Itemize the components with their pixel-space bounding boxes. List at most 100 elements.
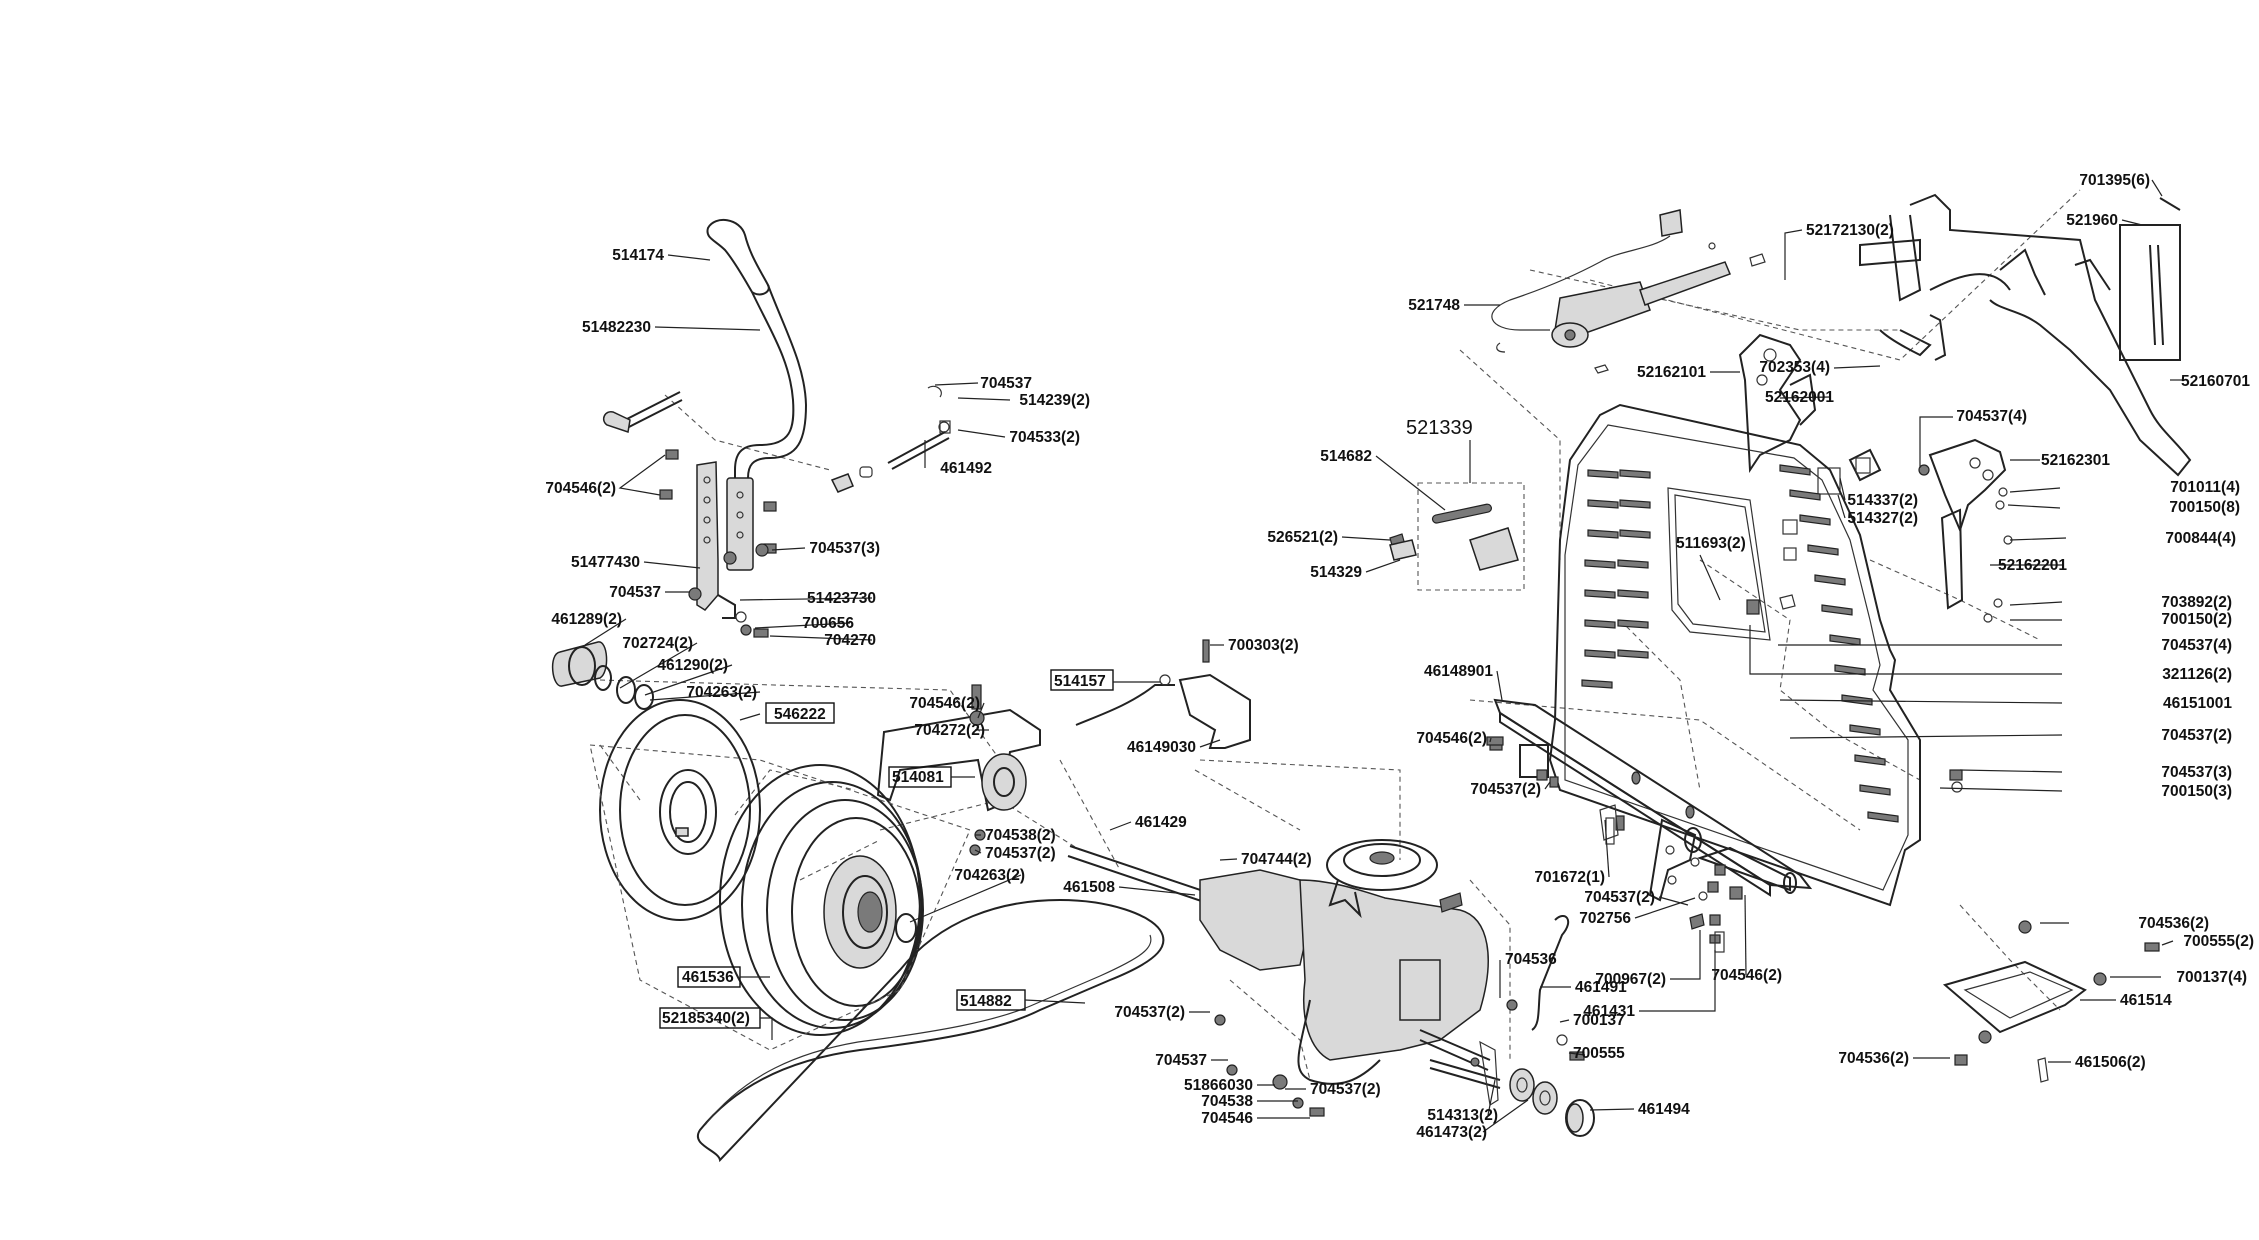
front-axle-beam — [1489, 698, 1813, 944]
leader-line — [977, 702, 985, 719]
leader-line — [2151, 179, 2163, 197]
part-number-label: 701672(1) — [1534, 869, 1605, 886]
part-number-label: 704536(2) — [2138, 915, 2209, 932]
leader-line — [649, 691, 761, 701]
part-number-label: 704537 — [980, 375, 1032, 392]
plate-slot — [1584, 559, 1616, 569]
pivot-plates — [1738, 333, 2013, 623]
cable-bracket — [1075, 639, 1251, 749]
part-number-label: 704270 — [824, 632, 876, 649]
part-number-label: 461536 — [682, 969, 734, 986]
plate-slot — [1829, 634, 1861, 646]
part-number-label: 52162301 — [2041, 452, 2110, 469]
plate-slot — [1859, 784, 1891, 796]
part-number-label: 704744(2) — [1241, 851, 1312, 868]
part-number-label: 514157 — [1054, 673, 1106, 690]
leader-line — [1496, 670, 1503, 701]
part-number-label: 52185340(2) — [662, 1010, 750, 1027]
leader-line — [1779, 699, 2063, 704]
part-number-label: 704537(3) — [2161, 764, 2232, 781]
leader-line — [618, 454, 666, 496]
leader-line — [1837, 494, 1846, 519]
leader-line — [2009, 601, 2063, 606]
leader-line — [909, 874, 1022, 923]
part-labels: 701395(6)52196052172130(2)52174852162101… — [545, 172, 2254, 1141]
part-number-label: 51482230 — [582, 319, 651, 336]
leader-line — [1487, 1079, 1496, 1116]
part-number-label: 704537(2) — [1114, 1004, 1185, 1021]
leader-line — [1118, 886, 1196, 896]
part-number-label: 704538(2) — [985, 827, 1056, 844]
leader-line — [1670, 930, 1701, 980]
part-number-label: 52162001 — [1765, 389, 1834, 406]
leader-line — [654, 326, 761, 331]
transaxle — [1067, 839, 1501, 1117]
leader-line — [2121, 219, 2143, 226]
part-number-label: 461508 — [1063, 879, 1115, 896]
leader-line — [1341, 536, 1391, 541]
part-number-label: 514239(2) — [1019, 392, 1090, 409]
leader-line — [1109, 821, 1132, 831]
leader-line — [739, 713, 761, 721]
part-number-label: 52160701 — [2181, 373, 2250, 390]
leader-line — [769, 635, 873, 641]
plate-slot — [1587, 499, 1619, 509]
leader-line — [1699, 554, 1721, 601]
part-number-label: 704533(2) — [1009, 429, 1080, 446]
plate-slot — [1821, 604, 1853, 616]
part-number-label: 704537 — [1155, 1052, 1207, 1069]
leader-line — [1589, 1108, 1635, 1111]
leader-line — [1658, 896, 1689, 906]
plate-slot — [1619, 529, 1651, 539]
part-number-label: 704546(2) — [1711, 967, 1782, 984]
part-number-label: 704263(2) — [954, 867, 1025, 884]
leader-line — [957, 397, 1011, 401]
plate-slot — [1581, 679, 1613, 689]
plate-slot — [1854, 754, 1886, 766]
part-number-label: 546222 — [774, 706, 826, 723]
leader-line — [1744, 894, 1747, 976]
part-number-label: 46148901 — [1424, 663, 1493, 680]
part-number-label: 52172130(2) — [1806, 222, 1894, 239]
frame-plate-slots — [1581, 464, 1899, 823]
group-521339 — [1389, 440, 1525, 591]
leader-line — [1365, 559, 1401, 573]
plate-slot — [1617, 619, 1649, 629]
part-number-label: 704537(4) — [2161, 637, 2232, 654]
part-number-label: 700555 — [1573, 1045, 1625, 1062]
part-number-label: 700137 — [1573, 1012, 1625, 1029]
part-number-label: 701011(4) — [2170, 479, 2240, 496]
part-number-label: 521748 — [1408, 297, 1460, 314]
frame-plate — [1548, 403, 1921, 907]
part-number-label: 704546 — [1201, 1110, 1253, 1127]
leader-line — [1833, 365, 1881, 369]
wheel-assembly — [589, 699, 971, 1051]
leader-line — [1749, 625, 2062, 675]
leader-line — [643, 561, 701, 569]
leader-line — [754, 622, 851, 629]
part-number-label: 704537(2) — [1584, 889, 1655, 906]
leader-line — [1789, 734, 2063, 739]
pivot-bracket — [876, 684, 1041, 856]
part-number-label: 51423730 — [807, 590, 876, 607]
leader-line — [739, 597, 873, 601]
part-number-label: 521960 — [2066, 212, 2118, 229]
part-number-label: 700303(2) — [1228, 637, 1299, 654]
leader-line — [644, 664, 733, 696]
leader-line — [1634, 897, 1696, 919]
part-number-label: 704536(2) — [1838, 1050, 1909, 1067]
plate-slot — [1617, 589, 1649, 599]
leader-line — [974, 849, 982, 854]
leader-line — [1784, 229, 1803, 280]
part-number-label: 514174 — [612, 247, 664, 264]
leader-line — [1939, 787, 2063, 792]
part-number-label: 514313(2) — [1427, 1107, 1498, 1124]
part-number-label: 51477430 — [571, 554, 640, 571]
part-number-label: 514882 — [960, 993, 1012, 1010]
leader-line — [934, 382, 979, 386]
leader-line — [771, 547, 806, 551]
leader-line — [1559, 1019, 1570, 1023]
part-number-label: 514682 — [1320, 448, 1372, 465]
part-number-label: 700555(2) — [2183, 933, 2254, 950]
